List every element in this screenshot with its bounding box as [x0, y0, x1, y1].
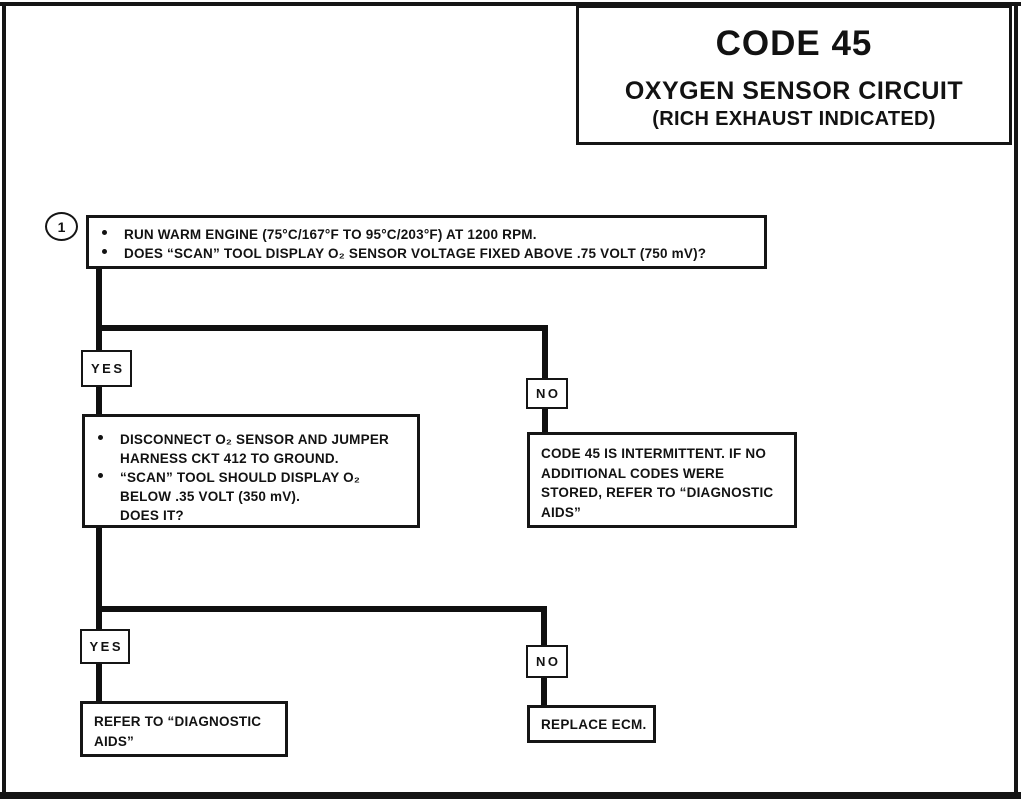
branch1-yes-box: DISCONNECT O₂ SENSOR AND JUMPER HARNESS … [82, 414, 420, 528]
step1-bullet-2: DOES “SCAN” TOOL DISPLAY O₂ SENSOR VOLTA… [124, 246, 707, 261]
branch1-yes-label: YES [81, 350, 132, 387]
no-box-text: CODE 45 IS INTERMITTENT. IF NO ADDITIONA… [541, 446, 774, 520]
page-border-left [2, 2, 6, 793]
branch2-yes-label: YES [80, 629, 130, 664]
no-text: NO [536, 654, 561, 669]
yes-box-bullet-2: “SCAN” TOOL SHOULD DISPLAY O₂ BELOW .35 … [120, 470, 361, 504]
connector-branch1-horizontal [96, 325, 548, 331]
yes-box-bullet-1: DISCONNECT O₂ SENSOR AND JUMPER HARNESS … [120, 432, 389, 466]
bullet-icon [102, 230, 107, 235]
yes-box-bullet-row: “SCAN” TOOL SHOULD DISPLAY O₂ BELOW .35 … [98, 468, 409, 506]
connector-no1-down [542, 407, 548, 434]
connector-yes1-down [96, 385, 102, 416]
yes-text: YES [90, 361, 125, 376]
replace-ecm-text: REPLACE ECM. [541, 716, 647, 732]
connector-box2-down [96, 526, 102, 631]
title-subtitle: (RICH EXHAUST INDICATED) [652, 108, 936, 130]
branch1-no-box: CODE 45 IS INTERMITTENT. IF NO ADDITIONA… [527, 432, 797, 528]
connector-yes2-down [96, 662, 102, 703]
yes-box-tail: DOES IT? [120, 508, 184, 523]
connector-no2-down [541, 676, 547, 707]
no-text: NO [536, 386, 561, 401]
connector-branch1-no-down [542, 325, 548, 380]
connector-box1-down [96, 266, 102, 352]
bullet-icon [102, 249, 107, 254]
title-box: CODE 45 OXYGEN SENSOR CIRCUIT (RICH EXHA… [576, 5, 1012, 145]
branch2-no-box: REPLACE ECM. [527, 705, 656, 743]
yes-box-bullet-row: DISCONNECT O₂ SENSOR AND JUMPER HARNESS … [98, 430, 409, 468]
branch1-no-label: NO [526, 378, 568, 409]
step1-bullet-row: RUN WARM ENGINE (75°C/167°F TO 95°C/203°… [102, 225, 756, 244]
bullet-icon [98, 435, 103, 440]
step-number-circle: 1 [45, 212, 78, 241]
step1-bullet-1: RUN WARM ENGINE (75°C/167°F TO 95°C/203°… [124, 227, 537, 242]
connector-branch2-horizontal [96, 606, 547, 612]
yes-text: YES [89, 639, 123, 654]
step-number: 1 [57, 218, 66, 235]
connector-branch2-no-down [541, 606, 547, 646]
step1-box: RUN WARM ENGINE (75°C/167°F TO 95°C/203°… [86, 215, 767, 269]
step1-bullet-row: DOES “SCAN” TOOL DISPLAY O₂ SENSOR VOLTA… [102, 244, 756, 263]
branch2-no-label: NO [526, 645, 568, 678]
page-border-top [0, 2, 1021, 6]
bullet-icon [98, 473, 103, 478]
title-circuit-name: OXYGEN SENSOR CIRCUIT [624, 77, 964, 105]
page-border-bottom [0, 792, 1021, 799]
branch2-yes-box: REFER TO “DIAGNOSTIC AIDS” [80, 701, 288, 757]
yes-box-tail-row: DOES IT? [98, 506, 409, 525]
title-code: CODE 45 [715, 24, 873, 63]
refer-diagnostic-aids-text: REFER TO “DIAGNOSTIC AIDS” [94, 714, 262, 749]
page-border-right [1014, 2, 1018, 793]
